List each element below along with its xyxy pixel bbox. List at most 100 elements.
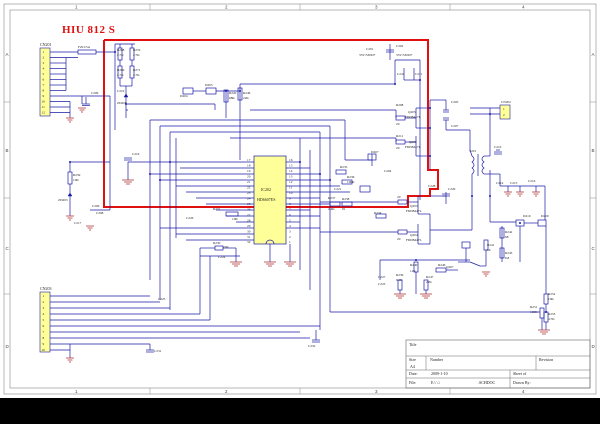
svg-text:24: 24 (247, 197, 251, 201)
q206-value: FDD8447L (405, 145, 421, 149)
svg-text:4: 4 (43, 67, 45, 71)
cn203-pins: 1 2 3 4 5 6 7 8 9 10 (42, 294, 46, 352)
d207-label: D207 (371, 150, 379, 154)
title-block-file-label: File: (409, 380, 416, 385)
frame-col-2: 2 (225, 5, 228, 10)
svg-text:27: 27 (247, 213, 251, 217)
q206-label: Q206 (409, 140, 417, 144)
r268-value: 2.7K (117, 53, 124, 57)
svg-text:9: 9 (289, 197, 291, 201)
r-q203-gate-label: 20 (397, 195, 401, 199)
r238-label: R238 (342, 197, 350, 201)
r220-label: R220 (229, 91, 237, 95)
frame-row-a: A (6, 52, 9, 57)
svg-text:12: 12 (289, 180, 293, 184)
svg-text:15: 15 (289, 164, 293, 168)
r252-label: R252 (548, 292, 556, 296)
c221-label: C221 (334, 187, 342, 191)
title-block-file-value: E:\ \.\ (431, 380, 441, 385)
title-block-revision-label: Revision (539, 357, 553, 362)
ic202-right-pins: 16 15 14 13 12 11 10 9 8 7 6 5 4 3 2 1 (289, 158, 293, 244)
title-block-drawn-label: Drawn By: (513, 380, 531, 385)
cn202-ref: CN202 (501, 100, 511, 104)
frame-row-d-right: D (592, 344, 596, 349)
r241-label: R241 (487, 243, 495, 247)
r211-value: 20 (396, 146, 400, 150)
r237-value: 2.4K (328, 207, 335, 211)
r-ic-left-value: 10K (232, 217, 238, 221)
r271-label: R271 (133, 68, 141, 72)
r243-value: 6.8 (505, 256, 510, 260)
r208-label: R208 (396, 103, 404, 107)
frame-row-b: B (6, 148, 9, 153)
c225-label: C225 (158, 297, 166, 301)
frame-col-4-bottom: 4 (522, 389, 525, 394)
q203-value: FDD8447L (406, 209, 422, 213)
f201-label: F201/5A (78, 45, 91, 49)
svg-text:10: 10 (289, 191, 293, 195)
c216-label: C216 (528, 179, 536, 183)
d205-diode (205, 87, 217, 95)
r269-value: 2.7K (117, 73, 124, 77)
svg-text:4: 4 (43, 312, 45, 316)
t201-primary (471, 155, 475, 175)
svg-text:19: 19 (247, 169, 251, 173)
svg-text:28: 28 (247, 219, 251, 223)
c210-label: C210 (494, 145, 502, 149)
d209-diode (537, 219, 547, 227)
svg-text:6: 6 (43, 324, 45, 328)
t201-secondary (481, 155, 485, 175)
c204-label: C204 (384, 169, 392, 173)
svg-text:3: 3 (289, 230, 291, 234)
c226-label: C226 (186, 216, 194, 220)
svg-text:7: 7 (43, 330, 45, 334)
r220-value: 68K (229, 96, 235, 100)
r269-label: R269 (117, 68, 125, 72)
cn202-connector (499, 104, 511, 120)
frame-row-c: C (6, 246, 10, 251)
zd203-diode (67, 192, 73, 197)
q205-label: Q205 (408, 110, 416, 114)
title-block-size-label: Size (409, 357, 416, 362)
d-mid-diode (359, 185, 371, 193)
svg-text:7: 7 (289, 208, 291, 212)
cn203-connector (39, 291, 51, 353)
r246-value: 22K (243, 96, 249, 100)
svg-text:11: 11 (42, 105, 46, 109)
ic202-body (253, 155, 287, 245)
q204-value: FDD8447L (406, 238, 422, 242)
svg-text:23: 23 (247, 191, 251, 195)
r238-value: 91 (342, 207, 346, 211)
svg-text:9: 9 (43, 342, 45, 346)
svg-text:13: 13 (289, 175, 293, 179)
r243-label: R243 (505, 251, 513, 255)
r230-label: R230 (213, 241, 221, 245)
zd208-diode (123, 93, 129, 98)
r247-value: 22K (426, 280, 432, 284)
title-block-file-ext: .SCHDOC (478, 380, 496, 385)
svg-text:1: 1 (43, 294, 45, 298)
c202-value: 35V/330UF (396, 53, 412, 57)
c227-label: C227 (378, 275, 386, 279)
zd208-label: ZD208 (117, 101, 127, 105)
r240-value: 12K (410, 269, 416, 273)
c202-label: C202 (396, 44, 404, 48)
c219-label: C219 (117, 89, 125, 93)
d205-label: D205 (205, 83, 213, 87)
c201-value: 35V/330UF (359, 53, 375, 57)
q207-label: Q207 (446, 265, 454, 269)
svg-text:4: 4 (289, 224, 291, 228)
frame-col-3-bottom: 3 (375, 389, 378, 394)
r-q204-gate-label: 20 (397, 237, 401, 241)
q204-label: Q204 (410, 233, 418, 237)
r251-label: R251 (530, 305, 538, 309)
d204-label: D204 (180, 94, 188, 98)
svg-text:16: 16 (289, 158, 293, 162)
c215-label: C215 (510, 181, 518, 185)
q203-label: Q203 (410, 204, 418, 208)
c217-label: C217 (74, 221, 82, 225)
r259-value: 10K (73, 178, 79, 182)
c220-label: C220 (448, 187, 456, 191)
r259-label: R259 (73, 173, 81, 177)
r236-label: R236 (347, 175, 355, 179)
